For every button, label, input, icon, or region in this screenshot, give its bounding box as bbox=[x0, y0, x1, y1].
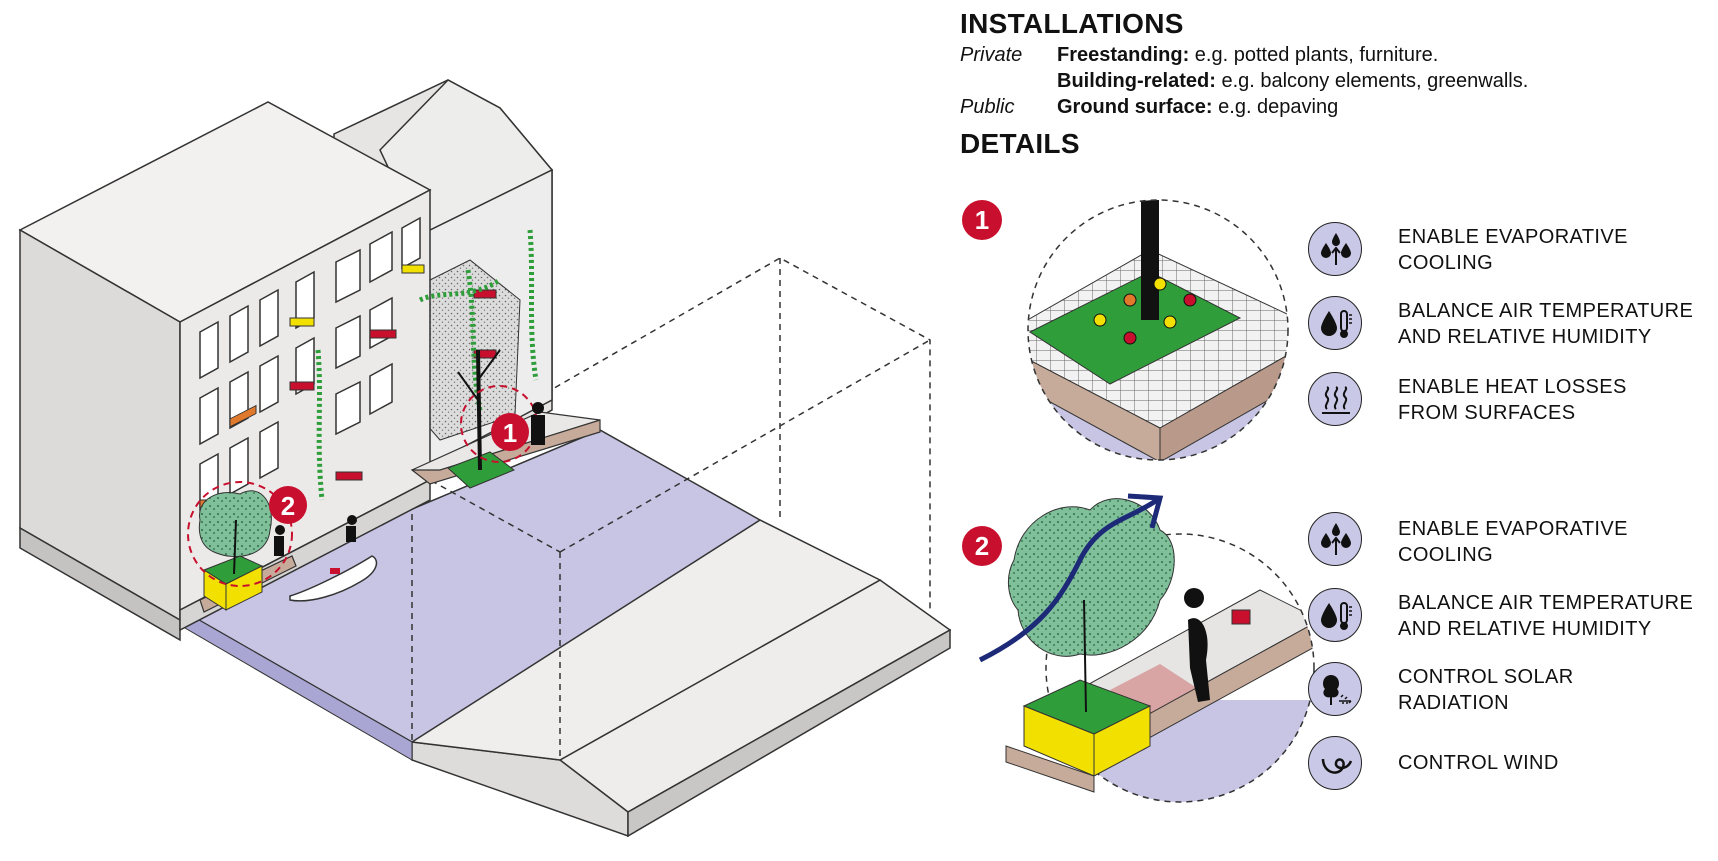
installation-row-private-freestanding: Private Freestanding: e.g. potted plants… bbox=[960, 42, 1660, 68]
evaporation-icon bbox=[1308, 222, 1362, 276]
installation-type: Building-related: bbox=[1057, 70, 1216, 92]
installation-row-public-ground: Public Ground surface: e.g. depaving bbox=[960, 94, 1660, 120]
detail-1-effect-1: ENABLE EVAPORATIVE COOLING bbox=[1398, 226, 1628, 274]
detail-1-badge: 1 bbox=[962, 200, 1002, 240]
detail-2-illustration bbox=[978, 493, 1315, 803]
details-heading: DETAILS bbox=[960, 128, 1080, 159]
installation-type: Ground surface: bbox=[1057, 96, 1213, 118]
installation-type: Freestanding: bbox=[1057, 44, 1190, 66]
solar-radiation-icon bbox=[1308, 662, 1362, 716]
installation-examples: e.g. balcony elements, greenwalls. bbox=[1215, 70, 1529, 92]
installation-examples: e.g. depaving bbox=[1212, 96, 1339, 118]
detail-2-effect-1: ENABLE EVAPORATIVE COOLING bbox=[1398, 518, 1628, 566]
dashed-volume-outline bbox=[411, 257, 931, 760]
detail-1-effect-2: BALANCE AIR TEMPERATURE AND RELATIVE HUM… bbox=[1398, 300, 1694, 348]
scene-marker-2-label: 2 bbox=[281, 491, 295, 521]
installations-heading: INSTALLATIONS bbox=[960, 8, 1184, 39]
detail-2-badge: 2 bbox=[962, 526, 1002, 566]
people-silhouettes bbox=[274, 402, 545, 556]
scene-marker-2: 2 bbox=[269, 486, 307, 524]
detail-1-effect-3: ENABLE HEAT LOSSES FROM SURFACES bbox=[1398, 376, 1627, 424]
detail-1-illustration bbox=[1027, 199, 1289, 461]
scene-marker-1-label: 1 bbox=[503, 418, 517, 448]
tree-planter-2 bbox=[187, 481, 293, 611]
humidity-temperature-icon bbox=[1308, 588, 1362, 642]
installation-examples: e.g. potted plants, furniture. bbox=[1189, 44, 1439, 66]
installation-category: Private bbox=[960, 44, 1023, 66]
boat bbox=[289, 555, 378, 602]
installation-row-private-building: Building-related: e.g. balcony elements,… bbox=[960, 68, 1660, 94]
detail-2-effect-3: CONTROL SOLAR RADIATION bbox=[1398, 666, 1574, 714]
detail-2-effect-2: BALANCE AIR TEMPERATURE AND RELATIVE HUM… bbox=[1398, 592, 1694, 640]
detail-2-effect-4: CONTROL WIND bbox=[1398, 752, 1559, 774]
installation-category: Public bbox=[960, 96, 1015, 118]
heat-loss-icon bbox=[1308, 372, 1362, 426]
scene-marker-1: 1 bbox=[491, 413, 529, 451]
evaporation-icon bbox=[1308, 512, 1362, 566]
humidity-temperature-icon bbox=[1308, 296, 1362, 350]
wind-icon bbox=[1308, 736, 1362, 790]
green-walls bbox=[315, 229, 539, 501]
quay-slab bbox=[411, 519, 952, 838]
